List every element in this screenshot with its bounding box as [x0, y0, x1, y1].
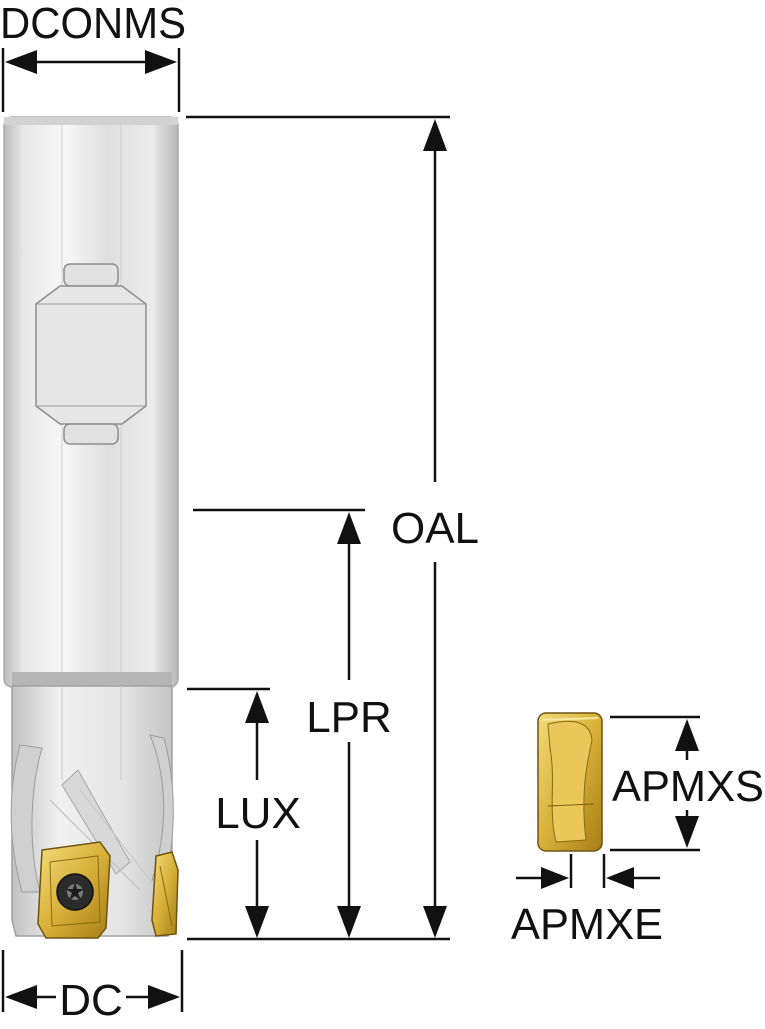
lpr-label: LPR [306, 693, 392, 742]
oal-dimension [186, 115, 450, 938]
side-insert [151, 851, 179, 937]
lux-label: LUX [215, 789, 301, 838]
oal-label: OAL [391, 504, 479, 553]
tool-neck-band [12, 672, 172, 686]
dc-dimension [1, 950, 184, 1012]
lux-dimension [187, 687, 270, 938]
front-insert [37, 841, 111, 939]
apmxe-label: APMXE [511, 900, 663, 949]
weldon-flat [35, 263, 147, 445]
apmxe-dimension [516, 854, 660, 889]
apmxs-label: APMXS [612, 762, 764, 811]
dconms-label: DCONMS [0, 0, 186, 48]
dc-label: DC [59, 976, 123, 1024]
dconms-dimension [1, 48, 181, 112]
apmxs-dimension [610, 715, 700, 852]
insert-detail [537, 712, 603, 852]
lpr-dimension [193, 508, 365, 938]
